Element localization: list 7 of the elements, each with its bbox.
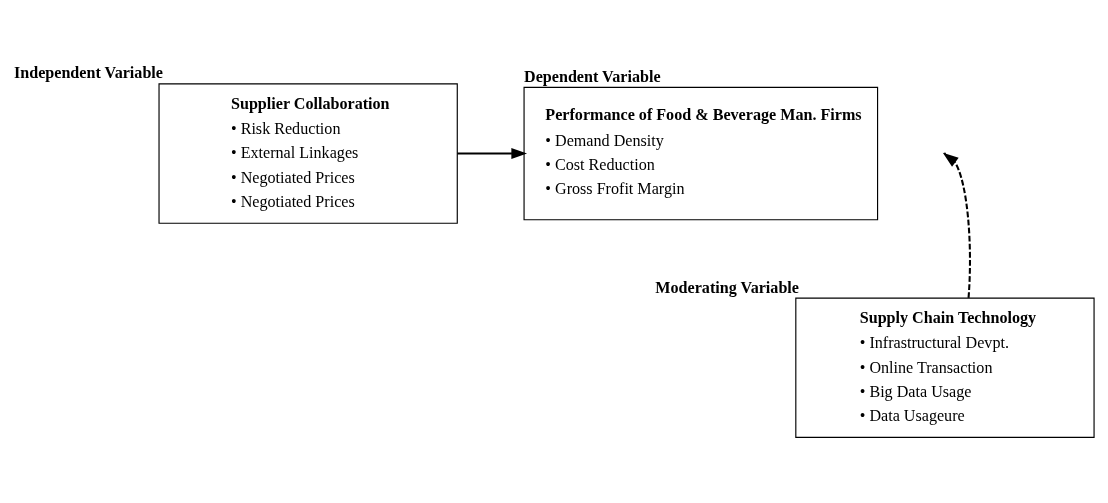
node-box: Supply Chain Technology • Infrastructural Devpt. • Online Transaction • Big Data Usage • Data Usageure — [795, 297, 1095, 438]
node-label: Moderating Variable — [655, 278, 799, 296]
node-label: Independent Variable — [13, 63, 163, 81]
arrow — [457, 147, 528, 159]
node-box: Performance of Food & Beverage Man. Firms • Demand Density • Cost Reduction • Gross Frofit Margin — [523, 86, 879, 220]
node-box: Supplier Collaboration • Risk Reduction • External Linkages • Negotiated Prices • Negotiated Prices — [158, 82, 458, 224]
node-label: Dependent Variable — [524, 67, 661, 85]
